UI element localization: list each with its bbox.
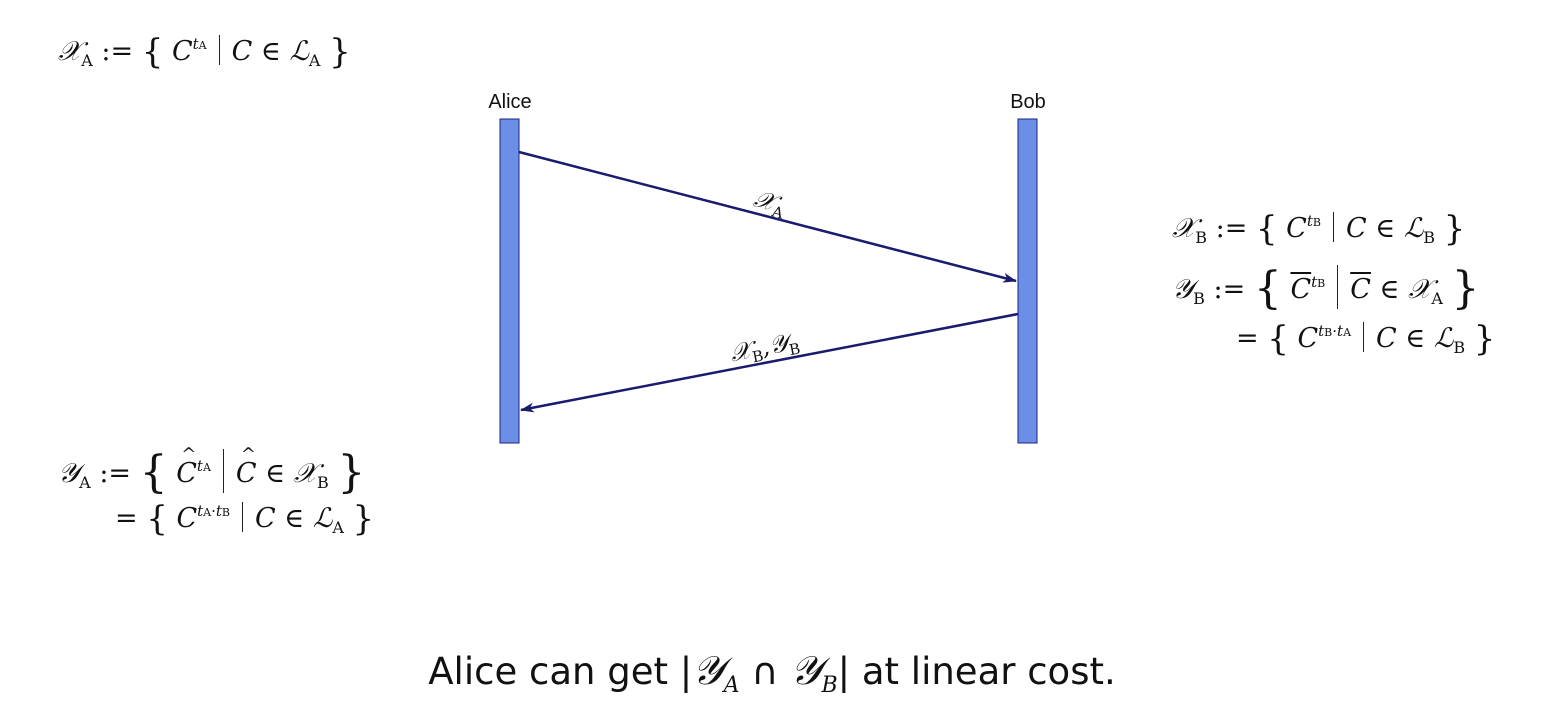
eq-xa-right-brace: }: [329, 32, 351, 72]
eq-yb-line2-in: ∈: [1405, 323, 1426, 354]
eq-ya-element-hat-2: C: [236, 458, 257, 489]
eq-xa-lhs-symbol: 𝒳: [58, 36, 82, 67]
message-label-yb-symbol: 𝒴: [766, 328, 791, 360]
conclusion-abs-right: |: [837, 650, 851, 693]
eq-xa-element-2: C: [231, 36, 253, 67]
eq-xa-set-symbol: ℒ: [289, 36, 309, 67]
conclusion-suffix: at linear cost.: [850, 650, 1116, 693]
eq-ya-set-subscript: B: [317, 473, 329, 492]
eq-ya-line2-left-brace: {: [146, 499, 168, 539]
bob-lifeline: [1017, 118, 1038, 444]
eq-yb-line2-element: C: [1297, 323, 1319, 354]
message-arrow-bob-to-alice: [520, 312, 1019, 413]
eq-yb-line2-divider: [1363, 321, 1365, 352]
eq-xb-element-2: C: [1345, 213, 1367, 244]
eq-ya-line2-element-2: C: [255, 503, 276, 534]
eq-yb-line2-set-symbol: ℒ: [1433, 323, 1454, 354]
eq-yb-line2-exponent: tB·tA: [1318, 322, 1352, 340]
eq-yb-divider: [1337, 264, 1339, 309]
eq-ya-left-brace: {: [139, 447, 168, 498]
eq-ya-line2-in: ∈: [284, 503, 305, 534]
eq-xb-exponent: tB: [1306, 212, 1321, 230]
eq-yb-in: ∈: [1379, 274, 1400, 305]
eq-xa-set-subscript: A: [308, 51, 321, 70]
participant-alice-label: Alice: [488, 91, 532, 113]
eq-ya-assign: :=: [99, 458, 132, 489]
eq-xb-lhs-subscript: B: [1195, 228, 1207, 247]
eq-yb-line2-left-brace: {: [1267, 319, 1289, 359]
eq-yb-element-bar: C: [1290, 274, 1312, 305]
message-arrow-alice-to-bob: [518, 150, 1017, 283]
eq-ya-line2-set-symbol: ℒ: [312, 503, 333, 534]
eq-ya-exponent: tA: [196, 457, 211, 475]
eq-yb-exponent: tB: [1311, 273, 1326, 291]
eq-yb-lhs-subscript: B: [1193, 289, 1205, 308]
eq-ya-line2-right-brace: }: [352, 499, 375, 539]
eq-yb-line2-right-brace: }: [1473, 319, 1496, 359]
eq-yb-assign: :=: [1213, 274, 1246, 305]
eq-xb-right-brace: }: [1443, 209, 1466, 249]
eq-xb-set-subscript: B: [1423, 228, 1436, 247]
eq-ya-set-symbol: 𝒳: [293, 458, 317, 489]
eq-xb-set-symbol: ℒ: [1403, 213, 1424, 244]
eq-yb-right-brace: }: [1451, 263, 1480, 314]
eq-ya-in: ∈: [265, 458, 286, 489]
eq-yb-set-symbol: 𝒳: [1408, 274, 1432, 305]
alice-lifeline: [499, 118, 520, 444]
eq-xb-assign: :=: [1215, 213, 1248, 244]
eq-xa-divider: [218, 34, 220, 65]
eq-xa-assign: :=: [101, 36, 134, 67]
conclusion-yb-symbol: 𝒴: [790, 648, 822, 694]
eq-xa-exponent: tA: [192, 35, 207, 53]
eq-xa-lhs-subscript: A: [81, 51, 93, 70]
message-label-xb-symbol: 𝒳: [727, 335, 754, 368]
eq-xb-element: C: [1286, 213, 1307, 244]
eq-xb-divider: [1332, 211, 1334, 242]
conclusion-ya-subscript: A: [723, 673, 740, 698]
eq-yb-element-bar-2: C: [1350, 274, 1371, 305]
eq-yb-line2-set-subscript: B: [1453, 338, 1466, 357]
eq-xb-left-brace: {: [1255, 209, 1278, 249]
eq-yb-line2-element-2: C: [1376, 323, 1397, 354]
eq-ya-lhs-symbol: 𝒴: [58, 458, 80, 489]
eq-ya-line2-element: C: [176, 503, 198, 534]
eq-xb-lhs-symbol: 𝒳: [1172, 213, 1196, 244]
eq-yb-lhs-symbol: 𝒴: [1172, 274, 1194, 305]
eq-ya-line2-divider: [242, 501, 244, 532]
conclusion-intersection: ∩: [739, 650, 791, 693]
conclusion-yb-subscript: B: [821, 673, 838, 698]
eq-yb-line2-equals: =: [1236, 323, 1259, 354]
eq-ya-right-brace: }: [337, 447, 366, 498]
eq-ya-divider: [222, 448, 224, 493]
eq-ya-line2-equals: =: [115, 503, 138, 534]
participant-bob-label: Bob: [1010, 91, 1046, 113]
eq-yb-left-brace: {: [1253, 263, 1282, 314]
eq-yb-set-subscript: A: [1431, 289, 1443, 308]
eq-xa-left-brace: {: [141, 32, 164, 72]
eq-ya-line2-set-subscript: A: [332, 518, 344, 537]
conclusion-abs-left: |: [679, 650, 693, 693]
eq-ya-line2-exponent: tA·tB: [197, 502, 231, 520]
eq-xb-in: ∈: [1375, 213, 1396, 244]
eq-ya-lhs-subscript: A: [79, 473, 91, 492]
eq-ya-element-hat: C: [176, 458, 197, 489]
conclusion-ya-symbol: 𝒴: [692, 648, 724, 694]
eq-xa-in: ∈: [260, 36, 281, 67]
eq-xa-element: C: [171, 36, 193, 67]
conclusion-prefix: Alice can get: [428, 650, 680, 693]
conclusion-statement: Alice can get |𝒴A ∩ 𝒴B| at linear cost.: [0, 648, 1544, 698]
